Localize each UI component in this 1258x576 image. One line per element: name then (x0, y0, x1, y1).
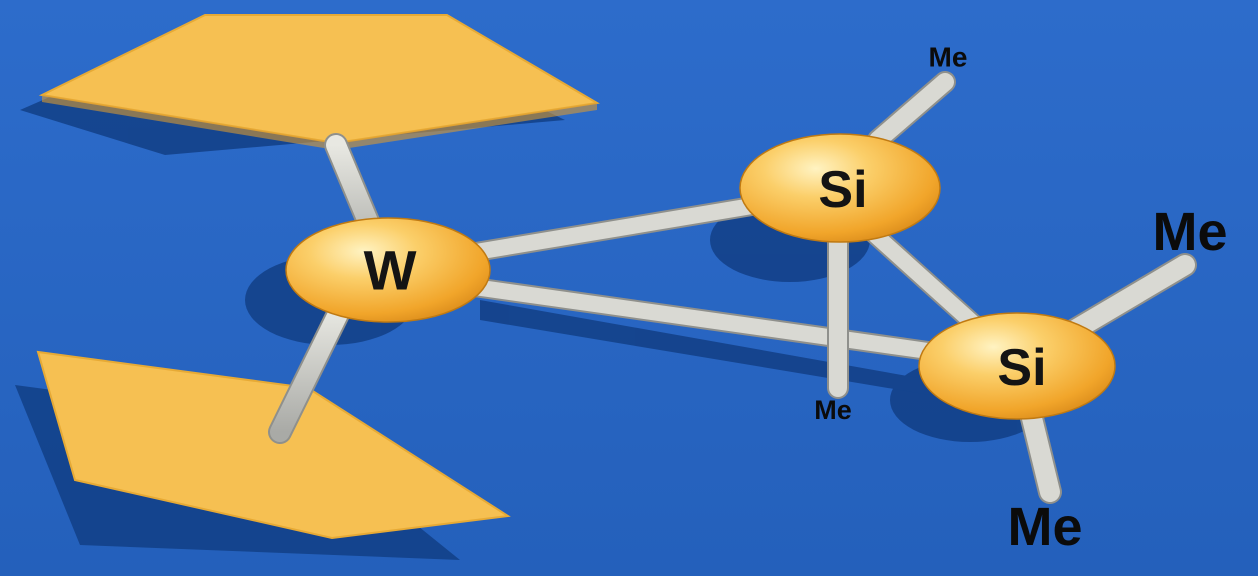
methyl-label-bottom: Me (1007, 497, 1082, 557)
methyl-label-top: Me (929, 42, 968, 73)
atom-si-top-label: Si (818, 161, 867, 219)
bonds (268, 71, 1197, 504)
methyl-label-middle: Me (814, 395, 852, 425)
atom-w: W (285, 217, 491, 323)
cp-ring-bottom (36, 350, 511, 540)
methyl-label-right: Me (1152, 202, 1227, 262)
atom-si-top: Si (739, 133, 941, 243)
atom-si-bottom: Si (918, 312, 1116, 420)
atom-w-label: W (364, 239, 417, 302)
atom-si-bottom-label: Si (997, 339, 1046, 397)
